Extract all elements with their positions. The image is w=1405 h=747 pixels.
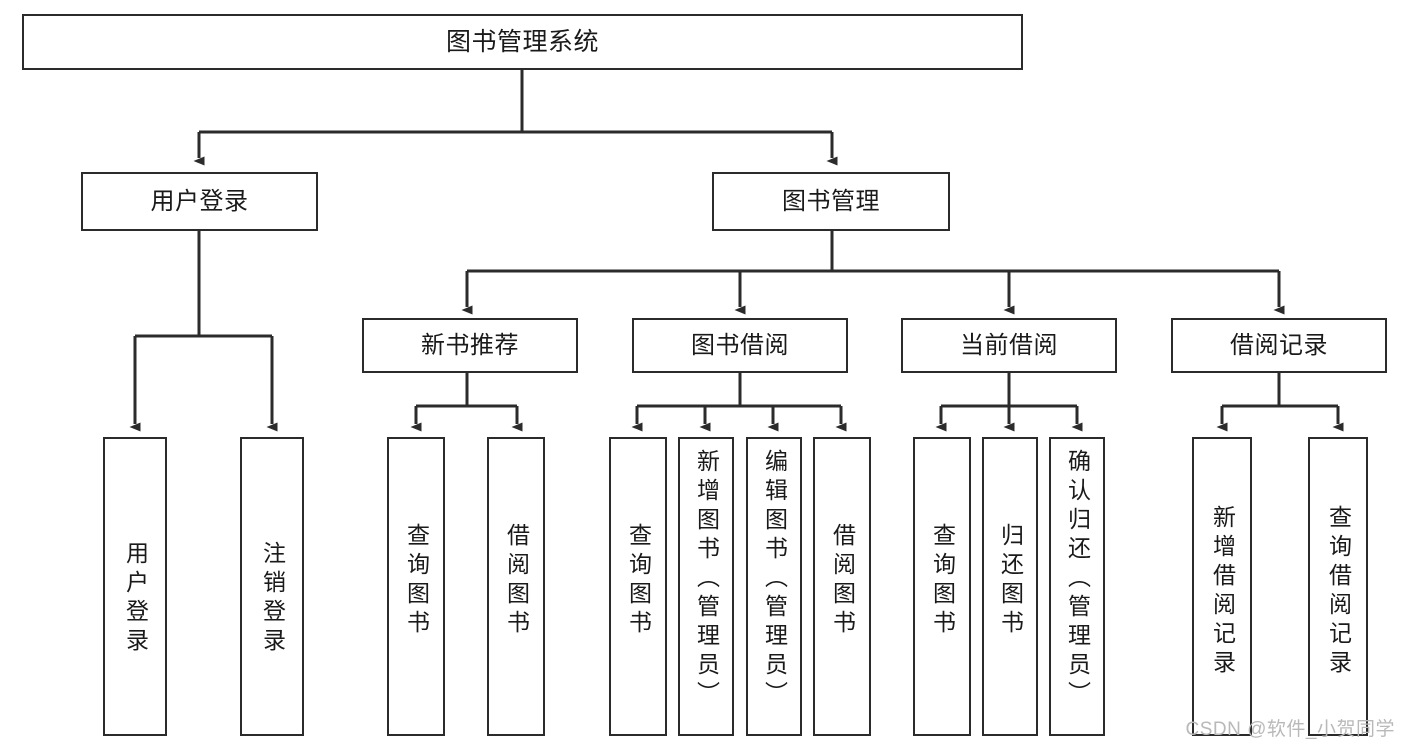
csdn-watermark: CSDN @软件_小贺同学	[1185, 719, 1395, 740]
node-rec-borrow-book-label: 借阅图书	[503, 523, 530, 639]
node-borrow-edit-book[interactable]: 编辑图书（管理员）	[746, 437, 802, 736]
node-rec-add-record-label: 新增借阅记录	[1209, 505, 1236, 679]
node-cur-confirm-return-label: 确认归还（管理员）	[1064, 449, 1091, 710]
node-user-login-label: 用户登录	[150, 187, 249, 215]
node-book-borrow[interactable]: 图书借阅	[632, 318, 848, 373]
node-borrow-do-borrow[interactable]: 借阅图书	[813, 437, 871, 736]
node-rec-add-record[interactable]: 新增借阅记录	[1192, 437, 1252, 736]
node-book-borrow-label: 图书借阅	[691, 331, 789, 359]
node-borrow-record[interactable]: 借阅记录	[1171, 318, 1387, 373]
node-borrow-record-label: 借阅记录	[1230, 331, 1328, 359]
node-rec-borrow-book[interactable]: 借阅图书	[487, 437, 545, 736]
node-user-logout[interactable]: 注销登录	[240, 437, 304, 736]
node-cur-query-book-label: 查询图书	[929, 523, 956, 639]
node-borrow-add-book-label: 新增图书（管理员）	[693, 449, 720, 710]
node-user-login[interactable]: 用户登录	[81, 172, 318, 231]
node-cur-query-book[interactable]: 查询图书	[913, 437, 971, 736]
node-current-borrow-label: 当前借阅	[960, 331, 1058, 359]
node-user-login-do[interactable]: 用户登录	[103, 437, 167, 736]
node-root-label: 图书管理系统	[445, 27, 599, 56]
node-user-login-do-label: 用户登录	[122, 541, 149, 657]
node-borrow-edit-book-label: 编辑图书（管理员）	[761, 449, 788, 710]
node-book-manage[interactable]: 图书管理	[712, 172, 950, 231]
node-cur-return-book[interactable]: 归还图书	[982, 437, 1038, 736]
node-current-borrow[interactable]: 当前借阅	[901, 318, 1117, 373]
node-root[interactable]: 图书管理系统	[22, 14, 1023, 70]
node-borrow-do-borrow-label: 借阅图书	[829, 523, 856, 639]
node-rec-query-book-label: 查询图书	[403, 523, 430, 639]
node-borrow-add-book[interactable]: 新增图书（管理员）	[678, 437, 734, 736]
node-rec-query-record-label: 查询借阅记录	[1325, 505, 1352, 679]
node-user-logout-label: 注销登录	[259, 541, 286, 657]
node-cur-return-book-label: 归还图书	[997, 523, 1024, 639]
node-cur-confirm-return[interactable]: 确认归还（管理员）	[1049, 437, 1105, 736]
node-book-manage-label: 图书管理	[782, 187, 880, 215]
node-new-book-rec-label: 新书推荐	[421, 331, 519, 359]
node-rec-query-record[interactable]: 查询借阅记录	[1308, 437, 1368, 736]
node-new-book-rec[interactable]: 新书推荐	[362, 318, 578, 373]
node-borrow-query-book-label: 查询图书	[625, 523, 652, 639]
node-rec-query-book[interactable]: 查询图书	[387, 437, 445, 736]
node-borrow-query-book[interactable]: 查询图书	[609, 437, 667, 736]
